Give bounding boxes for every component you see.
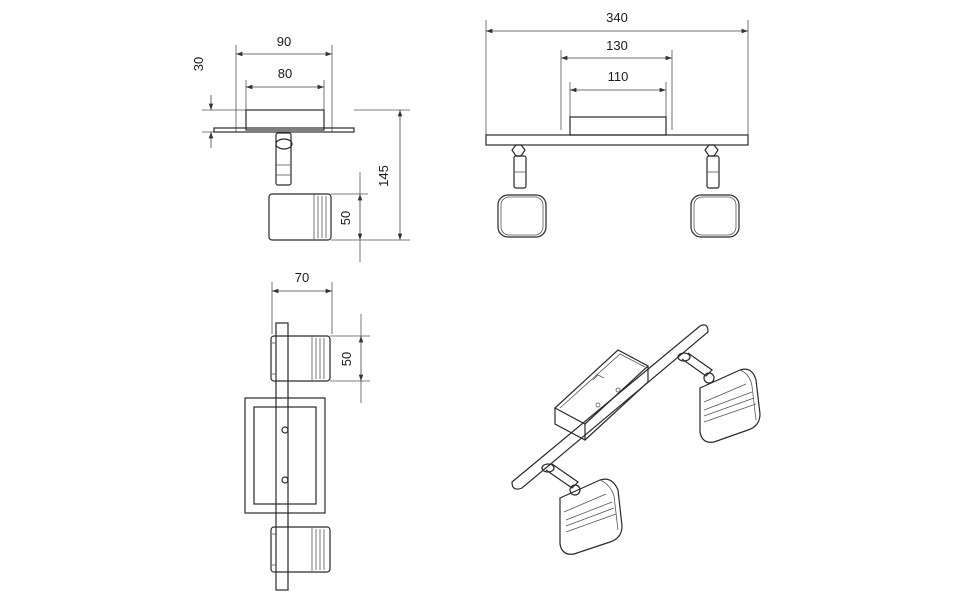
dim-label-50-top: 50 xyxy=(339,352,354,366)
screw-hole-upper xyxy=(281,426,289,434)
iso-lamp-head-upper xyxy=(699,368,761,443)
dim-label-110: 110 xyxy=(608,69,629,84)
iso-plate-side xyxy=(554,408,586,441)
dim-label-30: 30 xyxy=(191,57,206,71)
swivel-joint-right xyxy=(704,144,719,157)
bar-side xyxy=(213,127,355,133)
dim-label-130: 130 xyxy=(606,38,628,53)
arm-side xyxy=(275,132,292,186)
iso-lamp-head-lower xyxy=(559,478,623,555)
lamp-head-top-lower xyxy=(270,526,331,573)
dim-label-145: 145 xyxy=(376,165,391,187)
mounting-plate-top-outer xyxy=(244,397,326,514)
swivel-joint-side xyxy=(275,138,293,150)
mounting-plate-front xyxy=(569,116,667,136)
dim-label-50-side: 50 xyxy=(338,211,353,225)
dim-label-80: 80 xyxy=(278,66,292,81)
lamp-head-front-left xyxy=(497,194,547,238)
lamp-head-top-upper xyxy=(270,335,331,382)
isometric-view xyxy=(511,324,761,555)
mounting-plate-top-inner xyxy=(253,406,317,505)
dim-label-90: 90 xyxy=(277,34,291,49)
side-view: 90 80 30 145 50 xyxy=(191,34,410,262)
screw-hole-lower xyxy=(281,476,289,484)
iso-bar xyxy=(511,324,709,490)
bar-front xyxy=(485,134,749,146)
swivel-joint-left xyxy=(511,144,526,157)
dim-label-70: 70 xyxy=(295,270,309,285)
bar-top xyxy=(275,322,289,591)
lamp-head-front-right xyxy=(690,194,740,238)
top-view: 70 50 xyxy=(244,270,370,591)
mounting-plate-side xyxy=(245,109,325,131)
front-view: 340 130 110 xyxy=(485,10,749,238)
lamp-head-side xyxy=(268,193,332,241)
dim-label-340: 340 xyxy=(606,10,628,25)
